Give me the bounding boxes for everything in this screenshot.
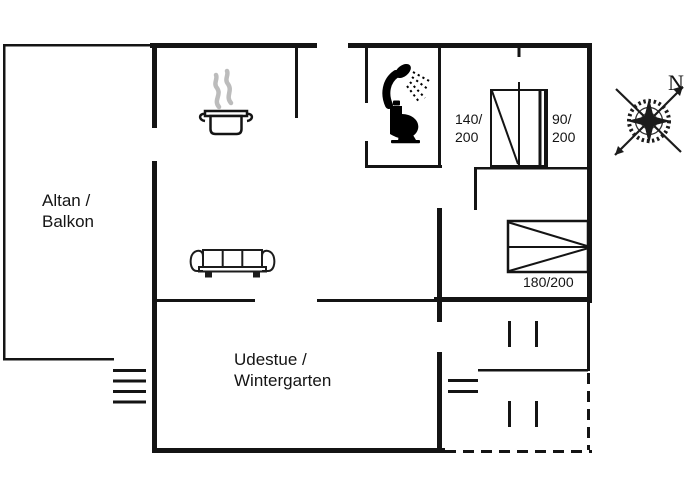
- double-bed-140-icon: [490, 82, 548, 167]
- cooking-pot-icon: [198, 109, 254, 136]
- bed-90-label-line2: 200: [552, 128, 576, 145]
- balcony-label-line2: Balkon: [42, 211, 94, 231]
- shower-icon: [382, 63, 432, 109]
- wintergarden-label-line1: Udestue /: [234, 350, 307, 369]
- sofa-icon: [189, 249, 276, 278]
- compass-north-label: N: [668, 70, 684, 95]
- steam-icon: [213, 68, 234, 110]
- bed-140-label-line2: 200: [455, 128, 479, 145]
- double-bed-180-icon: [506, 219, 590, 274]
- bed-180-label: 180/200: [523, 274, 574, 290]
- wintergarden-label-line2: Wintergarten: [234, 370, 332, 390]
- bed-90-label-line1: 90/: [552, 111, 572, 127]
- terrace-dashed-boundary: [445, 373, 592, 453]
- balcony-label-line1: Altan /: [42, 191, 91, 210]
- wintergarden-label: Udestue / Wintergarten: [234, 350, 331, 391]
- step-marks: [113, 321, 538, 427]
- balcony-label: Altan / Balkon: [42, 191, 94, 232]
- bed-140-label: 140/ 200: [455, 111, 482, 146]
- bed-140-label-line1: 140/: [455, 111, 483, 127]
- walls: [3, 43, 592, 453]
- toilet-icon: [390, 100, 420, 144]
- single-bed-90-icon: [538, 90, 547, 166]
- bed-90-label: 90/ 200: [552, 111, 575, 146]
- compass-rose-icon: [614, 86, 684, 156]
